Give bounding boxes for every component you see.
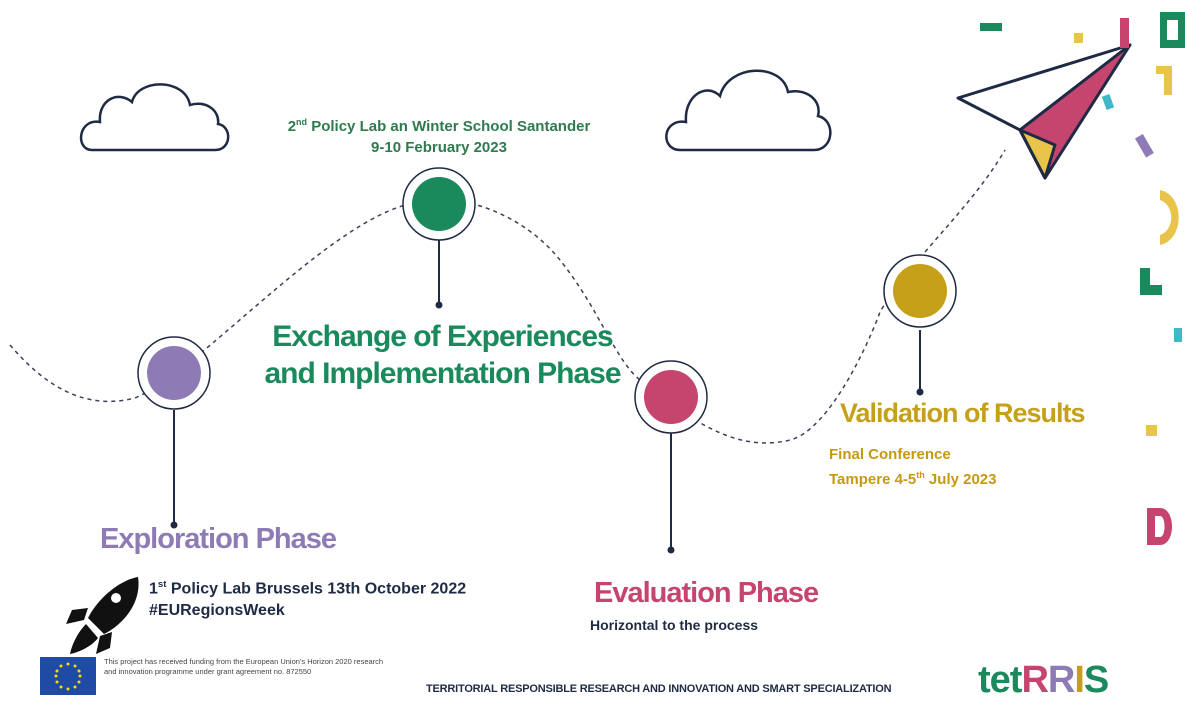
node-evaluation [634, 360, 708, 434]
paper-plane-icon [956, 43, 1132, 180]
timeline-path [9, 149, 1006, 444]
node-exchange [402, 167, 476, 241]
phase-title-evaluation: Evaluation Phase [594, 577, 819, 609]
evaluation-subtitle: Horizontal to the process [590, 617, 759, 633]
phase-title-exploration: Exploration Phase [100, 523, 337, 555]
funding-statement: This project has received funding from t… [104, 657, 384, 676]
confetti-decoration [980, 12, 1185, 545]
cloud-icon [79, 83, 230, 152]
footer-tagline: TERRITORIAL RESPONSIBLE RESEARCH AND INN… [426, 683, 892, 695]
event-brussels: 1st Policy Lab Brussels 13th October 202… [149, 574, 466, 622]
phase-title-exchange: Exchange of Experiences and Implementati… [264, 320, 621, 390]
event-hashtag: #EURegionsWeek [149, 602, 285, 620]
node-exploration [137, 336, 211, 410]
tetrris-logo: tetRRIS [978, 659, 1109, 701]
event-santander: 2nd Policy Lab an Winter School Santande… [258, 112, 620, 158]
cloud-icon [665, 69, 832, 152]
event-santander-dates: 9-10 February 2023 [371, 139, 507, 156]
rocket-icon [66, 577, 139, 654]
event-tampere: Final Conference Tampere 4-5th July 2023 [829, 446, 997, 488]
eu-flag-icon [40, 657, 96, 695]
phase-title-validation: Validation of Results [840, 398, 1086, 428]
node-validation [883, 254, 957, 328]
